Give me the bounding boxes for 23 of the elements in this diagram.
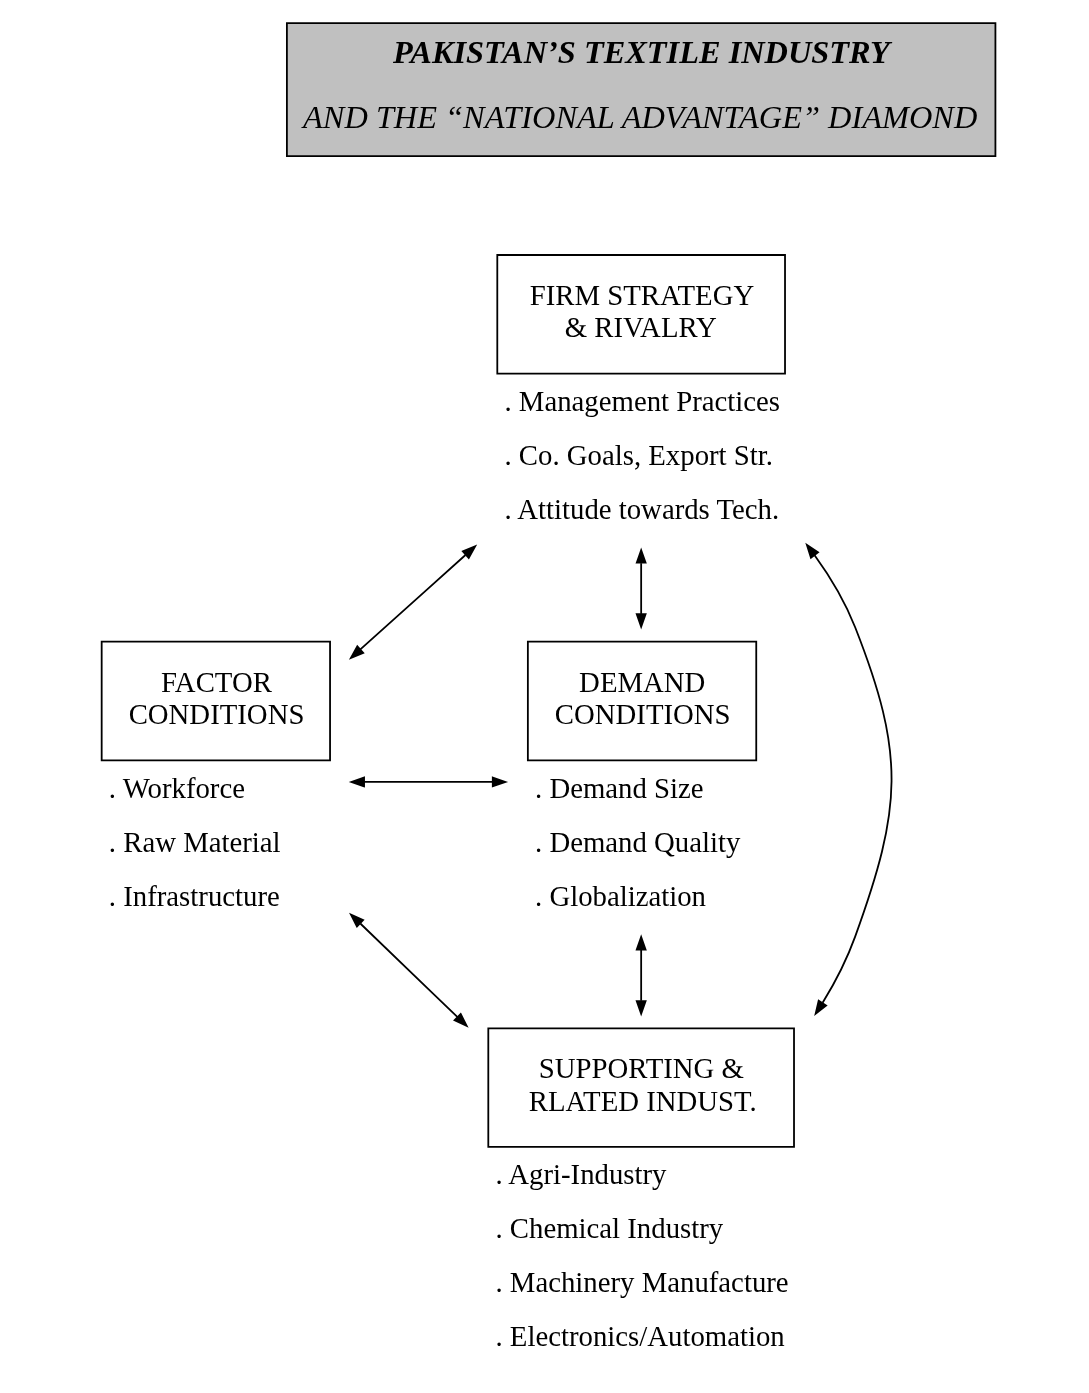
node-label: . Raw Material [108, 825, 281, 858]
node-box: FIRM STRATEGY & RIVALRY [496, 254, 786, 375]
node-label: . Co. Goals, Export Str. [504, 439, 773, 472]
node-label: . Demand Size [535, 771, 704, 804]
arrow [805, 542, 893, 1017]
node-label: . Chemical Industry [495, 1212, 724, 1245]
node-label: . Demand Quality [535, 825, 741, 858]
arrow [348, 544, 478, 660]
node-label: . Infrastructure [108, 879, 280, 912]
node-box: SUPPORTING & RLATED INDUST. [487, 1027, 795, 1148]
node-label: . Electronics/Automation [495, 1320, 785, 1353]
node-box: DEMAND CONDITIONS [526, 640, 758, 762]
arrow [349, 912, 469, 1028]
node-label: . Attitude towards Tech. [504, 493, 780, 526]
arrow [635, 547, 647, 630]
arrow [635, 934, 647, 1017]
node-box: FACTOR CONDITIONS [100, 640, 331, 762]
node-label: . Globalization [535, 879, 707, 912]
node-label: . Agri-Industry [495, 1158, 667, 1191]
node-label: . Machinery Manufacture [495, 1266, 789, 1299]
node-label: . Management Practices [504, 385, 781, 418]
node-label: . Workforce [108, 771, 246, 804]
arrow [348, 776, 509, 788]
